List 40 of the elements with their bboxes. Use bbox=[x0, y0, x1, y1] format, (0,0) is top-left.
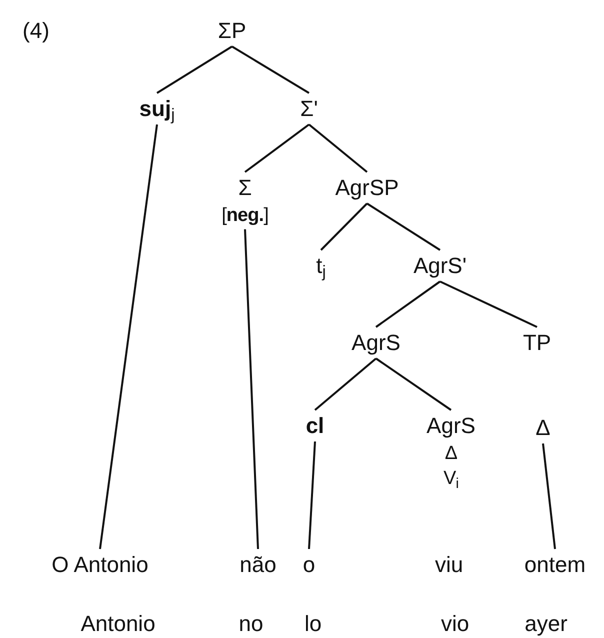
tree-branch bbox=[244, 229, 259, 550]
node-label: V$_{i}$ bbox=[444, 467, 458, 491]
tree-branch bbox=[308, 124, 368, 173]
node-label: [neg.] bbox=[222, 204, 268, 228]
gloss-word: (4) bbox=[22, 17, 50, 44]
gloss-word: lo bbox=[304, 610, 322, 638]
gloss-word: no bbox=[238, 610, 264, 638]
tree-branch bbox=[99, 124, 158, 550]
node-label: AgrSP bbox=[335, 174, 399, 202]
node-label: viu bbox=[434, 551, 464, 578]
node-label: ontem bbox=[524, 551, 586, 578]
tree-branch bbox=[375, 280, 441, 328]
gloss-word: Antonio bbox=[80, 610, 156, 638]
node-label: o bbox=[302, 551, 316, 578]
tree-branch bbox=[366, 202, 441, 251]
tree-branch bbox=[156, 46, 233, 94]
tree-branch bbox=[320, 202, 368, 251]
tree-branch bbox=[231, 46, 310, 94]
tree-branch bbox=[314, 358, 377, 411]
tree-branch bbox=[440, 280, 538, 328]
node-label: Σ' bbox=[300, 95, 318, 122]
gloss-word: vio bbox=[440, 610, 470, 638]
tree-branch bbox=[375, 358, 452, 411]
node-label: ΣP bbox=[218, 17, 246, 44]
gloss-word: ayer bbox=[524, 610, 568, 638]
tree-branch bbox=[308, 441, 316, 550]
node-label: cl bbox=[306, 412, 324, 440]
node-label: O Antonio bbox=[52, 551, 148, 578]
node-label: t$_{j}$ bbox=[316, 252, 326, 280]
node-label: Δ bbox=[536, 414, 550, 442]
node-label: Σ bbox=[238, 174, 252, 202]
node-label: TP bbox=[522, 329, 552, 356]
tree-branch bbox=[542, 443, 556, 550]
node-label: AgrS bbox=[426, 412, 476, 440]
node-label: AgrS' bbox=[413, 252, 467, 280]
node-label: suj$_{j}$ bbox=[139, 95, 175, 122]
node-label: não bbox=[240, 551, 276, 578]
tree-branch bbox=[244, 124, 310, 173]
node-label: Δ bbox=[444, 442, 458, 466]
node-label: AgrS bbox=[352, 329, 400, 356]
